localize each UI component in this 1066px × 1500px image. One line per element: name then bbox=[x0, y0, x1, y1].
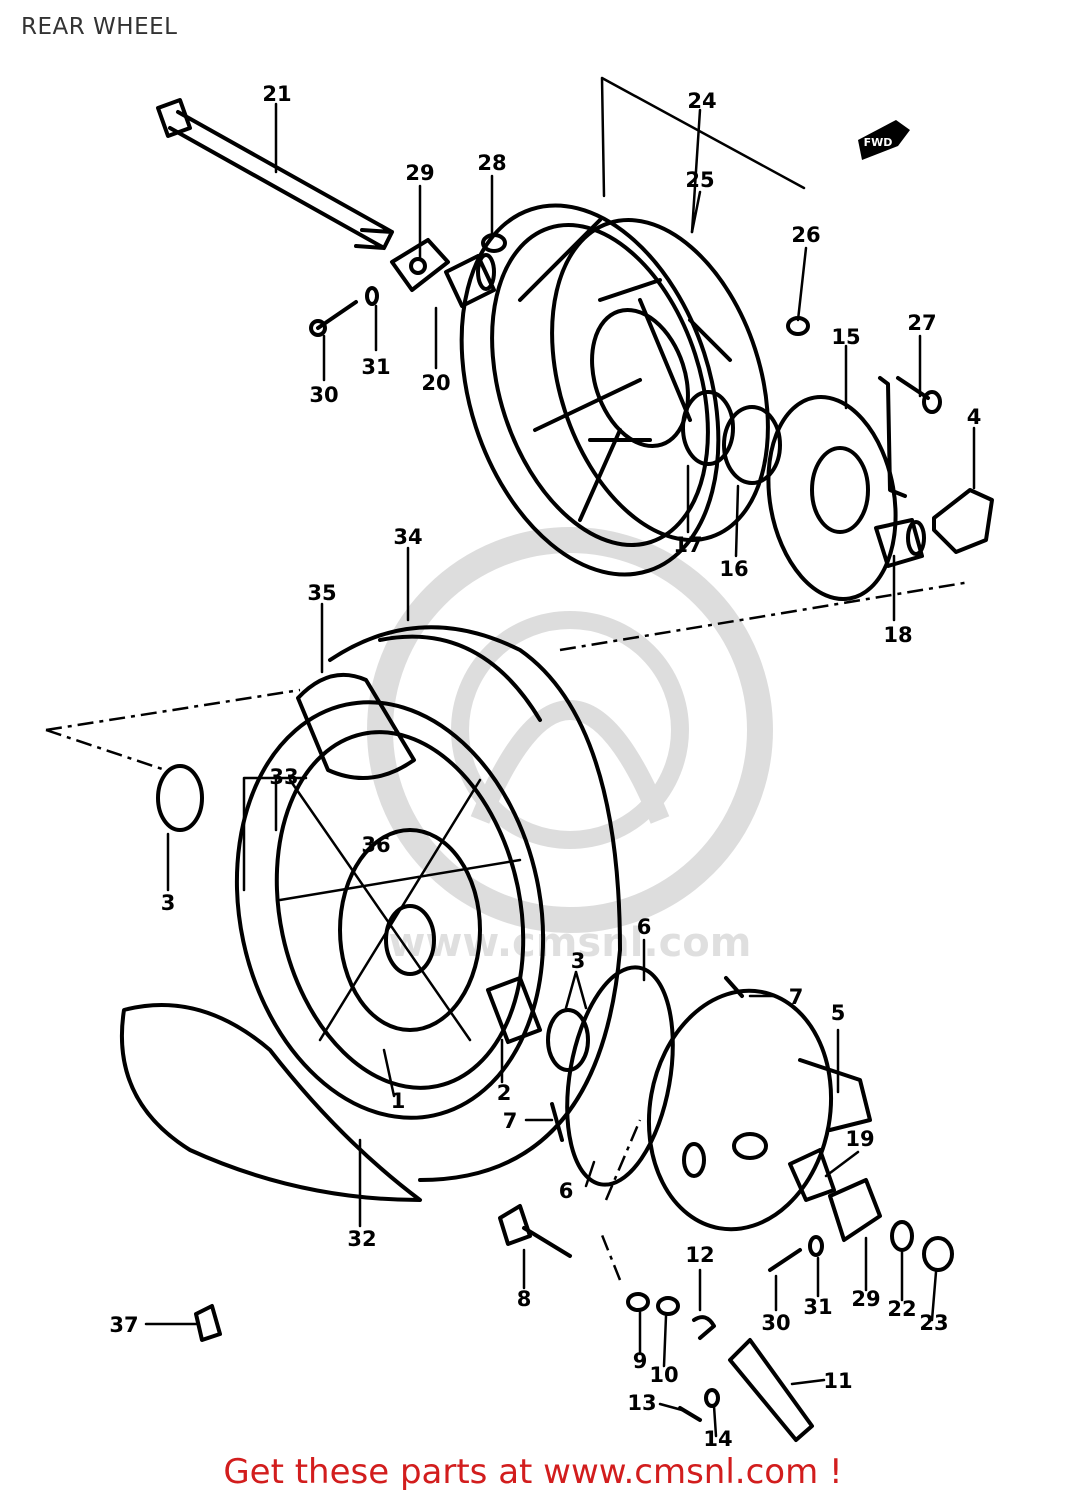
label-30-bottom: 30 bbox=[761, 1311, 790, 1335]
leader-lines bbox=[144, 76, 976, 1438]
label-37: 37 bbox=[109, 1313, 138, 1337]
label-29-top: 29 bbox=[405, 161, 434, 185]
label-24: 24 bbox=[687, 89, 716, 113]
direction-mark: FWD bbox=[864, 136, 893, 149]
label-22: 22 bbox=[887, 1297, 916, 1321]
assembly-line-1 bbox=[559, 580, 971, 652]
part-tube bbox=[296, 672, 416, 780]
label-15: 15 bbox=[831, 325, 860, 349]
label-5: 5 bbox=[831, 1001, 846, 1025]
part-nut-23 bbox=[922, 1236, 954, 1272]
label-19: 19 bbox=[845, 1127, 874, 1151]
label-32: 32 bbox=[347, 1227, 376, 1251]
label-9: 9 bbox=[633, 1349, 648, 1373]
label-28: 28 bbox=[477, 151, 506, 175]
part-spacer-19 bbox=[788, 1148, 836, 1202]
part-bolt-top bbox=[309, 286, 379, 337]
label-7-bottom: 7 bbox=[503, 1109, 518, 1133]
label-14: 14 bbox=[703, 1427, 732, 1451]
label-12: 12 bbox=[685, 1243, 714, 1267]
part-spring-bottom bbox=[550, 1102, 564, 1142]
label-3-right: 3 bbox=[571, 949, 586, 973]
label-36: 36 bbox=[361, 833, 390, 857]
label-2: 2 bbox=[497, 1081, 512, 1105]
assembly-line-2 bbox=[45, 688, 301, 732]
label-31-top: 31 bbox=[361, 355, 390, 379]
part-sprocket-carrier bbox=[766, 376, 907, 602]
label-23: 23 bbox=[919, 1311, 948, 1335]
label-8: 8 bbox=[517, 1287, 532, 1311]
part-collar bbox=[874, 518, 926, 568]
footer-link[interactable]: Get these parts at www.cmsnl.com ! bbox=[223, 1452, 843, 1492]
label-18: 18 bbox=[883, 623, 912, 647]
label-11: 11 bbox=[823, 1369, 852, 1393]
label-30-top: 30 bbox=[309, 383, 338, 407]
part-nut-14 bbox=[704, 1388, 720, 1408]
label-21: 21 bbox=[262, 82, 291, 106]
part-bearing-left bbox=[156, 764, 204, 832]
part-indicator-12 bbox=[692, 1315, 716, 1340]
part-washer-bottom bbox=[808, 1235, 824, 1257]
label-6-bottom: 6 bbox=[559, 1179, 574, 1203]
part-seal-9 bbox=[626, 1292, 650, 1312]
part-washer-22 bbox=[890, 1220, 914, 1252]
part-tire bbox=[328, 625, 622, 1182]
part-chain-adjuster-top bbox=[390, 238, 450, 292]
part-seal bbox=[681, 390, 735, 466]
part-bearing-hub bbox=[722, 405, 782, 485]
part-spacer-top bbox=[444, 253, 496, 308]
label-27: 27 bbox=[907, 311, 936, 335]
label-13: 13 bbox=[627, 1391, 656, 1415]
part-washer-10 bbox=[656, 1296, 680, 1316]
label-10: 10 bbox=[649, 1363, 678, 1387]
part-bolt-27 bbox=[896, 376, 942, 414]
label-34: 34 bbox=[393, 525, 422, 549]
direction-arrow: FWD bbox=[858, 120, 910, 160]
part-bracket bbox=[932, 488, 994, 554]
part-brake-shoe bbox=[565, 965, 675, 1187]
part-spacer-wheel bbox=[486, 976, 542, 1044]
label-1: 1 bbox=[391, 1089, 406, 1113]
label-25: 25 bbox=[685, 168, 714, 192]
label-6-top: 6 bbox=[637, 915, 652, 939]
part-bolt-13 bbox=[678, 1406, 702, 1422]
label-16: 16 bbox=[719, 557, 748, 581]
watermark-text: www.cmsnl.com bbox=[388, 920, 752, 966]
watermark-logo bbox=[367, 527, 773, 933]
label-29-bottom: 29 bbox=[851, 1287, 880, 1311]
label-3-left: 3 bbox=[161, 891, 176, 915]
label-26: 26 bbox=[791, 223, 820, 247]
assembly-line-4 bbox=[598, 1119, 642, 1281]
label-4: 4 bbox=[967, 405, 982, 429]
part-sprocket bbox=[459, 203, 721, 577]
label-17: 17 bbox=[673, 533, 702, 557]
part-labels: 21 24 25 26 29 28 27 15 4 30 31 20 17 16… bbox=[109, 82, 981, 1451]
part-chain-adjuster-bottom bbox=[828, 1178, 882, 1242]
label-31-bottom: 31 bbox=[803, 1295, 832, 1319]
page-title: REAR WHEEL bbox=[21, 14, 178, 40]
part-sprocket-plate bbox=[550, 218, 770, 542]
part-wheel-rim bbox=[234, 700, 546, 1120]
label-35: 35 bbox=[307, 581, 336, 605]
part-tire-lower bbox=[119, 1003, 422, 1202]
part-brake-arm bbox=[728, 1338, 814, 1442]
part-brake-cam bbox=[498, 1204, 572, 1258]
part-brake-panel bbox=[646, 988, 872, 1232]
assembly-line-3 bbox=[45, 728, 166, 772]
part-bolt-bottom bbox=[768, 1248, 802, 1272]
label-20: 20 bbox=[421, 371, 450, 395]
part-axle bbox=[156, 98, 394, 250]
label-7-top: 7 bbox=[789, 985, 804, 1009]
part-valve-cap bbox=[194, 1304, 222, 1342]
part-bearing-right bbox=[546, 1008, 590, 1072]
label-33: 33 bbox=[269, 765, 298, 789]
